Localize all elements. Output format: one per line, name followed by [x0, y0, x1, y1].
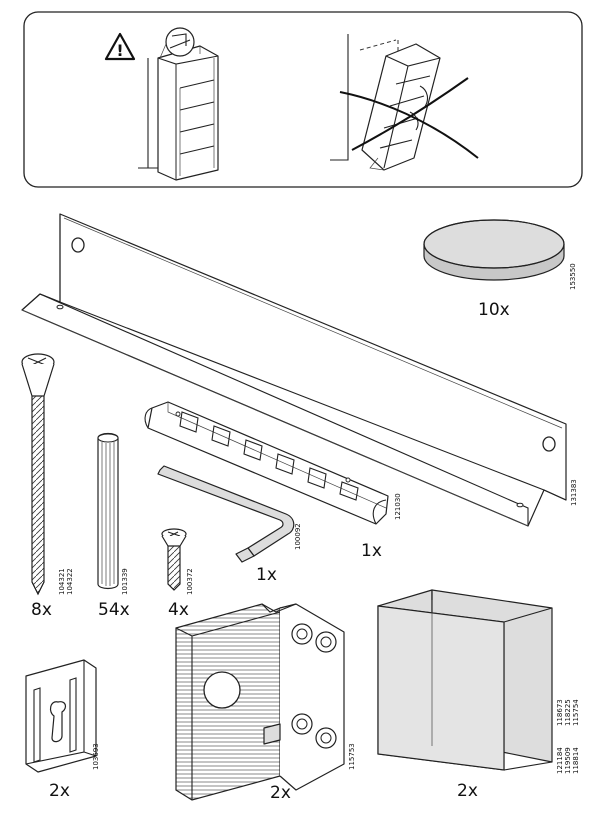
crossed-out-icon [339, 77, 479, 159]
cap-quantity: 10x [478, 300, 510, 320]
short-screw-quantity: 4x [168, 600, 189, 620]
allen-key-quantity: 1x [256, 565, 277, 585]
dowel-part-number: 101339 [121, 568, 129, 595]
long-screw-quantity: 8x [31, 600, 52, 620]
bookcase-against-wall-illustration [138, 27, 219, 181]
wall-rail-part [21, 213, 567, 527]
strip-quantity: 1x [361, 541, 382, 561]
rail-part-number: 131383 [570, 479, 578, 506]
wooden-dowel-part [97, 432, 119, 590]
short-screw-part-number: 100372 [186, 568, 194, 595]
corner-bracket-part [175, 603, 345, 801]
rail-hole-left [71, 237, 85, 253]
strip-part-number: 121030 [394, 493, 402, 520]
warning-panel-frame [23, 11, 583, 188]
corner-piece-part [377, 589, 553, 771]
hanger-plate-part [25, 659, 97, 773]
allen-key-part [157, 465, 295, 563]
corner-bracket-quantity: 2x [270, 783, 291, 803]
corner-bracket-part-number: 115753 [348, 743, 356, 770]
shelf-support-strip-part [144, 401, 389, 525]
cap-part-number: 153550 [569, 263, 577, 290]
dowel-quantity: 54x [98, 600, 130, 620]
hanger-plate-quantity: 2x [49, 781, 70, 801]
rail-hole-right [542, 436, 556, 452]
warning-triangle-icon: ! [104, 32, 136, 61]
corner-piece-quantity: 2x [457, 781, 478, 801]
bookcase-falling-illustration [330, 34, 441, 171]
warning-symbol: ! [116, 41, 123, 60]
cover-cap-part [423, 219, 565, 281]
short-screw-part [161, 528, 187, 591]
hanger-plate-part-number: 103693 [92, 743, 100, 770]
warning-panel: ! [23, 11, 583, 188]
long-screw-part [21, 353, 55, 596]
allen-key-part-number: 100092 [294, 523, 302, 550]
